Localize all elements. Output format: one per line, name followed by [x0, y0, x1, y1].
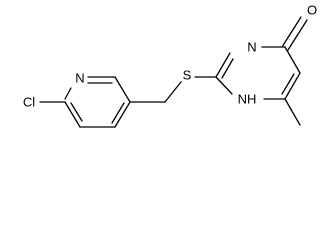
pyridine-nitrogen-label: N [75, 71, 84, 86]
bond-ch2-s [164, 81, 182, 103]
bond-c6-n1 [64, 87, 72, 100]
carbonyl-oxygen-label: O [307, 3, 317, 18]
pyrimidine-n3-label: N [247, 40, 256, 55]
bond-c3-c4 [114, 101, 131, 128]
bond-c2p-n3-inner [221, 58, 234, 79]
sulfur-label: S [183, 68, 192, 83]
bond-n1p-c2p [215, 76, 233, 95]
carbonyl-group [281, 16, 308, 51]
pyrimidinone-ring [215, 46, 301, 100]
pyridine-ring [64, 76, 131, 128]
chemical-structure: Cl N S N NH O [23, 3, 317, 128]
methylene-thio-linker [129, 76, 217, 103]
bond-c5-c6-inner [70, 102, 83, 122]
bond-c6p-methyl [284, 98, 301, 126]
bond-c4p-c5p [284, 46, 301, 74]
bond-c5-c6 [64, 101, 81, 128]
bond-c4p-o [281, 16, 302, 48]
bond-c5p-c6p [284, 72, 301, 100]
bond-c2p-n3 [215, 52, 231, 78]
pyrimidine-nh-label: NH [238, 92, 257, 107]
bond-c5p-c6p-inner [281, 73, 295, 95]
chlorine-label: Cl [23, 95, 35, 110]
bond-c4p-o-second [287, 19, 308, 51]
bond-c3-c4-inner [111, 102, 125, 124]
bond-c2-c3 [114, 76, 131, 103]
